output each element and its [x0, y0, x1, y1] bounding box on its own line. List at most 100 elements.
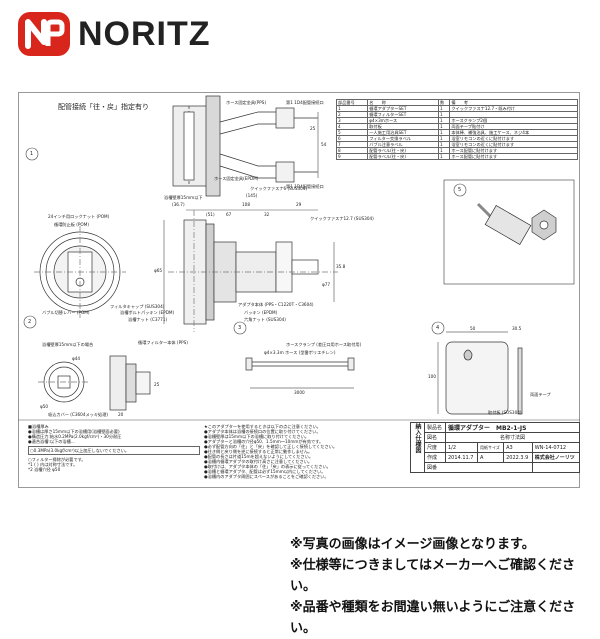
note-line: ●適合浴槽:以下の浴槽...	[28, 439, 75, 444]
dim-50: 50	[470, 326, 476, 331]
callout-double-tape: 両面テープ	[530, 392, 551, 397]
callout-plate: 取付板 (SUS304)	[488, 410, 522, 415]
view-number-5: 5	[458, 187, 462, 193]
view-number-3: 3	[238, 325, 242, 331]
sheet-frame	[18, 92, 580, 488]
callout-hose-clamp: ホースクランプ (差圧口用ホース取付用)	[286, 342, 362, 347]
callout-wall-thickness: 浴槽壁厚15mm以下の場合	[42, 342, 94, 347]
dim-3000: 3000	[294, 390, 305, 395]
callout-flange: 浴槽壁厚15mm以下	[164, 195, 203, 200]
revision-date: 2022.3.9	[503, 452, 533, 463]
size-value: A3	[503, 442, 533, 453]
note-line: ●アダプタ本体は浴槽の接続口の位置に取り付けてください。	[204, 429, 321, 434]
spec-drawing-sheet: 1 2 3 4 5 配管接続「往・戻」指定有り 部品番号 名 称 数 備 考 1…	[18, 92, 581, 488]
date-value: 2014.11.7	[445, 452, 478, 463]
drawing-canvas	[18, 92, 580, 488]
adapter-front-view	[34, 226, 126, 318]
callout-quick-fastener-2: クイックファスナ12.7 (SUS304)	[310, 216, 374, 221]
drawing-number: WN-14-0712	[531, 442, 581, 453]
notes-right: ★このアダプターを使用するときは以下の点に注意ください。 ●アダプタ本体は浴槽の…	[204, 424, 406, 479]
note-line: ★このアダプターを使用するときは以下の点に注意ください。	[204, 424, 321, 429]
note-line: ●浴槽内のアダプタ周囲にスペースがあることをご確認ください。	[204, 474, 329, 479]
note-line: ●浴槽は厚さ15mm以下の浴槽用(浴槽壁面必要)	[28, 429, 120, 434]
callout-filter-guard: 循環防止板 (POM)	[54, 222, 89, 227]
callout-port-bottom: 第1 1D4配管接続口	[286, 184, 324, 189]
revision-mark: A	[476, 452, 505, 463]
callout-port-top: 第1 1D4配管接続口	[286, 100, 324, 105]
dim-36-7: (36.7)	[172, 202, 185, 207]
brand-logo: NORITZ	[18, 12, 211, 56]
drawing-label: 図番	[424, 462, 533, 473]
disclaimer-line: ※写真の画像はイメージ画像となります。	[290, 537, 535, 552]
figure-name: 名称寸法図	[445, 432, 580, 443]
dim-35-8: 35.8	[336, 264, 346, 269]
note-line: ●浴槽内循環アダプタの取付け高さに注意してください。	[204, 459, 313, 464]
scale-value: 1/2	[445, 442, 478, 453]
callout-valve: バブル切替レバー (POM)	[42, 310, 90, 315]
adapter-side-view	[163, 209, 338, 332]
note-line: ●配管の長さは片道15mを超えないようにしてください。	[204, 454, 314, 459]
note-line: ●浴槽と循環アダプタ、配管は必ず15mm以内にしてください。	[204, 469, 326, 474]
dim-30-5: 30.5	[512, 326, 522, 331]
figure-label: 図名	[424, 432, 446, 443]
company-name: 株式会社ノーリツ	[531, 452, 581, 463]
note-line: *1 ( ) 内は対称寸法です。	[28, 462, 78, 467]
product-label: 製品名	[424, 422, 446, 433]
callout-filter-body: 循環フィルター本体 (PPS)	[138, 340, 188, 345]
note-line: *2 浴槽穴径 φ50	[28, 467, 61, 472]
callout-filter-cap: フィルタキャップ (SUS304)	[110, 304, 165, 309]
callout-adapter-body: アダプタ本体 (PPS・C1220T・C3604)	[238, 302, 314, 307]
title-block: 納入仕様図 製品名 循環アダプター MB2-1-JS 図名 名称寸法図 尺度 1…	[410, 422, 581, 473]
callout-hose-fixing-pps: ホース固定金具(PPS)	[226, 100, 267, 105]
disclaimer-line: ※品番や種類をお間違い無いようにご注意ください。	[290, 600, 576, 636]
view-number-4: 4	[436, 325, 440, 331]
dim-51: (51)	[206, 212, 215, 217]
view-number-2: 2	[28, 319, 32, 325]
product-name: 循環アダプター MB2-1-JS	[445, 422, 580, 433]
brand-name: NORITZ	[78, 14, 211, 53]
note-line: ■浴槽厚み	[28, 424, 49, 429]
dim-phi44: φ44	[72, 356, 81, 361]
callout-filter-bottom: 吸込カバー (C3604メッキ処理)	[48, 412, 109, 417]
callout-lock-nut: 24インチ用ロックナット (POM)	[48, 214, 110, 219]
note-line: ●取付けは、アダプタ本体の「往」「戻」の表示に従ってください。	[204, 464, 331, 469]
disclaimer-line: ※仕様等につきましてはメーカーへご確認ください。	[290, 558, 575, 594]
dim-108: 108	[242, 202, 250, 207]
dim-25b: 25	[154, 382, 160, 387]
tool-set-view	[443, 179, 575, 285]
filter-view	[38, 355, 151, 411]
callout-hose-spec: φ4×3.3m ホース (型番ポリエチレン)	[264, 350, 336, 355]
piping-note: 配管接続「往・戻」指定有り	[58, 103, 149, 111]
date-label: 作成	[424, 452, 446, 463]
dim-25: 25	[310, 126, 316, 131]
dim-54: 54	[321, 142, 327, 147]
callout-hex-nut: 六角ナット (SUS304)	[244, 317, 286, 322]
dim-29: 29	[296, 202, 302, 207]
title-block-side-label: 納入仕様図	[410, 422, 425, 473]
note-line: ○フィルター掃除が必要です。	[28, 457, 86, 462]
dim-phi65: φ65	[154, 268, 163, 273]
dim-phi50: φ50	[40, 404, 49, 409]
view-number-1: 1	[30, 151, 34, 157]
scale-label: 尺度	[424, 442, 446, 453]
adapter-top-view	[172, 95, 319, 197]
note-line: ●浴槽壁厚は15mm以下の浴槽に取り付けてください。	[204, 434, 309, 439]
callout-body-seal: 浴槽ボルトパッキン (EPDM)	[120, 310, 175, 315]
size-label: 用紙サイズ	[476, 442, 505, 453]
callout-hose-fixing-epdm: ホース固定金具(EPDM)	[214, 176, 259, 181]
note-line: ○0.3MPa(3.0kgf/cm²)以上加圧しないでください。	[28, 446, 200, 455]
dim-20: 20	[118, 412, 124, 417]
noritz-mark-icon	[18, 12, 70, 56]
note-line: ●構造圧力:給水0.2MPa(2.0kgf/cm²)・30分耐圧	[28, 434, 122, 439]
dim-67: 67	[226, 212, 232, 217]
callout-packing: バッキン (EPDM)	[244, 310, 278, 315]
plate-view	[437, 331, 523, 415]
dim-32: 32	[264, 212, 270, 217]
callout-quick-fastener: クイックファスナ6 (SUS304)	[250, 186, 308, 191]
callout-washer: 浴槽ナット (C3771)	[128, 317, 168, 322]
notes-left: ■浴槽厚み ●浴槽は厚さ15mm以下の浴槽用(浴槽壁面必要) ●構造圧力:給水0…	[28, 424, 200, 472]
dim-145: (145)	[246, 193, 258, 198]
disclaimer-block: ※写真の画像はイメージ画像となります。 ※仕様等につきましてはメーカーへご確認く…	[290, 534, 600, 639]
